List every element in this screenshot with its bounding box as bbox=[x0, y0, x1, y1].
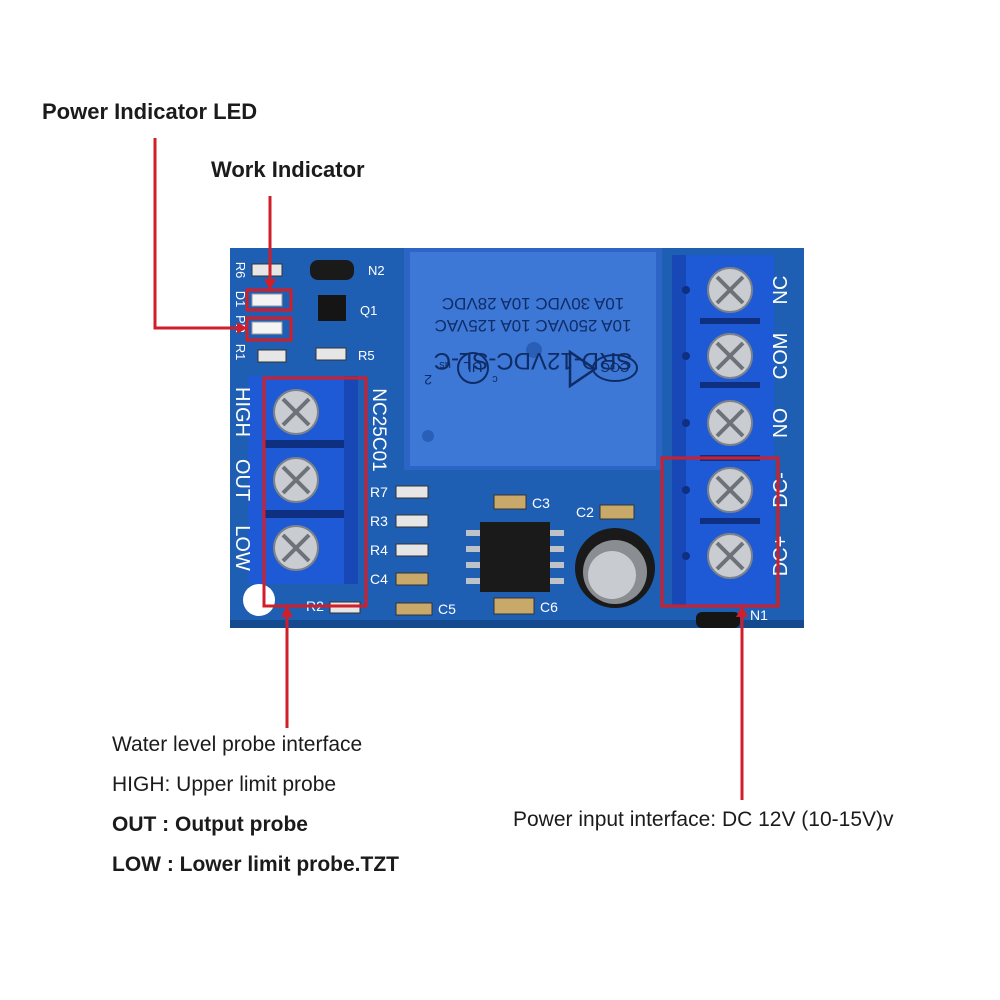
c5-label: C5 bbox=[438, 601, 456, 617]
c4-label: C4 bbox=[370, 571, 388, 587]
label-dc-plus: DC+ bbox=[770, 536, 792, 577]
pcb-edge-shadow bbox=[230, 620, 804, 628]
r7-label: R7 bbox=[370, 484, 388, 500]
r5-label: R5 bbox=[358, 348, 375, 363]
board-model: NC25C01 bbox=[368, 388, 389, 471]
ul-mark-us: us bbox=[439, 359, 451, 371]
screw-com bbox=[707, 333, 753, 379]
n1-label: N1 bbox=[750, 607, 768, 623]
r4-resistor bbox=[395, 543, 429, 557]
pr-led bbox=[251, 321, 283, 335]
c4-capacitor bbox=[395, 572, 429, 586]
mounting-hole bbox=[243, 584, 275, 616]
power-input-box bbox=[660, 456, 780, 608]
screw-dc-minus bbox=[707, 467, 753, 513]
screw-low bbox=[273, 525, 319, 571]
left-terminal-labels: HIGH OUT LOW bbox=[231, 387, 253, 571]
c2-capacitor bbox=[599, 504, 635, 520]
screw-out bbox=[273, 457, 319, 503]
label-com: COM bbox=[770, 333, 792, 380]
callout-arrowheads bbox=[237, 279, 748, 617]
top-left-components: R6 D1 PR R1 N2 Q1 R5 bbox=[233, 260, 385, 363]
relay-mark-2: 2 bbox=[424, 372, 432, 388]
label-high: HIGH bbox=[231, 387, 253, 437]
svg-text:UL: UL bbox=[463, 358, 482, 375]
work-indicator-callout: Work Indicator bbox=[211, 157, 365, 182]
n1-transistor bbox=[696, 612, 740, 628]
svg-text:CQC: CQC bbox=[601, 360, 630, 375]
screw-nc bbox=[707, 267, 753, 313]
r7-resistor bbox=[395, 485, 429, 499]
r1-resistor bbox=[257, 349, 287, 363]
right-terminal-labels: NC COM NO DC- DC+ bbox=[770, 276, 792, 577]
screw-no bbox=[707, 400, 753, 446]
c2-label: C2 bbox=[576, 504, 594, 520]
label-nc: NC bbox=[770, 276, 792, 305]
r6-label: R6 bbox=[233, 262, 248, 279]
label-low: LOW bbox=[231, 525, 253, 571]
r1-label: R1 bbox=[233, 344, 248, 361]
relay-model-text: SRD-12VDC-SL-C bbox=[434, 347, 633, 374]
n2-label: N2 bbox=[368, 263, 385, 278]
screw-dc-plus bbox=[707, 533, 753, 579]
c3-label: C3 bbox=[532, 495, 550, 511]
probe-low-description: LOW : Lower limit probe.TZT bbox=[112, 853, 399, 876]
r4-label: R4 bbox=[370, 542, 388, 558]
triangle-mark bbox=[568, 349, 598, 389]
label-dc-minus: DC- bbox=[770, 472, 792, 508]
q1-label: Q1 bbox=[360, 303, 377, 318]
r3-label: R3 bbox=[370, 513, 388, 529]
r3-resistor bbox=[395, 514, 429, 528]
right-screws bbox=[707, 267, 753, 579]
probe-interface-box bbox=[262, 376, 368, 608]
q1-transistor bbox=[318, 295, 346, 321]
label-no: NO bbox=[770, 408, 792, 438]
probe-high-description: HIGH: Upper limit probe bbox=[112, 773, 337, 796]
middle-components: R7 R3 R4 C4 R2 C5 C3 C2 C6 N1 bbox=[306, 484, 768, 628]
callout-lines bbox=[153, 138, 744, 800]
relay-rating-ac: 10A 250VAC 10A 125VAC bbox=[435, 316, 632, 335]
ic-chip bbox=[466, 522, 564, 592]
relay: SRD-12VDC-SL-C 10A 250VAC 10A 125VAC 10A… bbox=[404, 248, 662, 470]
left-screws bbox=[273, 389, 319, 571]
probe-out-description: OUT : Output probe bbox=[112, 813, 308, 836]
c3-capacitor bbox=[493, 494, 527, 510]
power-led-leader bbox=[153, 138, 247, 330]
c6-label: C6 bbox=[540, 599, 558, 615]
r6-resistor bbox=[251, 263, 283, 277]
d1-label: D1 bbox=[233, 291, 248, 308]
label-out: OUT bbox=[231, 459, 253, 501]
ul-mark: UL c us bbox=[439, 352, 498, 385]
c6-capacitor bbox=[493, 597, 535, 615]
n2-transistor bbox=[310, 260, 354, 280]
power-led-callout: Power Indicator LED bbox=[42, 99, 258, 124]
relay-rating-dc: 10A 30VDC 10A 28VDC bbox=[442, 294, 624, 313]
d1-led bbox=[251, 293, 283, 307]
probe-interface-title: Water level probe interface bbox=[112, 733, 363, 756]
ul-mark-c: c bbox=[492, 373, 498, 385]
screw-high bbox=[273, 389, 319, 435]
power-input-callout: Power input interface: DC 12V (10-15V)v bbox=[513, 808, 894, 831]
c5-capacitor bbox=[395, 602, 433, 616]
electrolytic-capacitor bbox=[575, 528, 655, 608]
r5-resistor bbox=[315, 347, 347, 361]
